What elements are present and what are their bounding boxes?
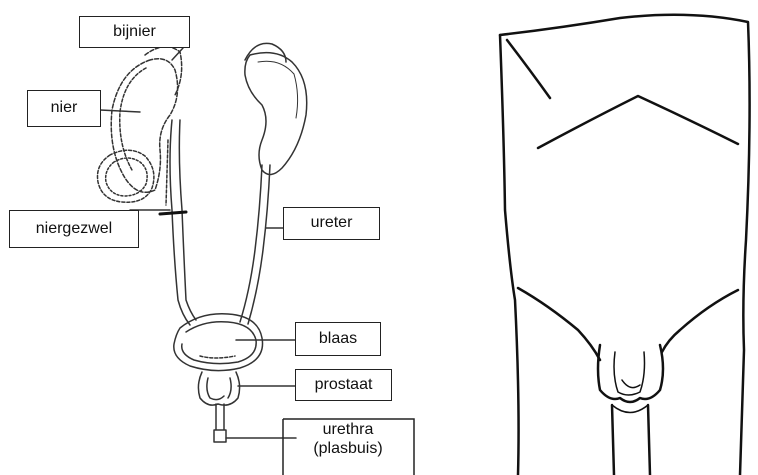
groin-right — [662, 290, 738, 352]
arm-line — [507, 40, 550, 98]
adrenal-gland-left — [145, 47, 182, 95]
groin-left — [518, 288, 600, 360]
leader-kidney — [100, 110, 140, 112]
leg-right — [648, 405, 650, 475]
label-kidney: nier — [27, 90, 101, 127]
genitalia — [598, 345, 663, 402]
label-urethra-line2: (plasbuis) — [286, 439, 410, 458]
label-adrenal: bijnier — [79, 16, 190, 48]
prostate — [198, 372, 239, 405]
incision-line — [538, 96, 738, 148]
label-prostate: prostaat — [295, 369, 392, 401]
label-urethra-line1: urethra — [286, 420, 410, 439]
leg-left — [612, 405, 614, 475]
kidney-right — [245, 53, 307, 175]
ureter-right — [240, 165, 262, 322]
kidney-tumor-inner — [106, 158, 147, 196]
label-ureter: ureter — [283, 207, 380, 240]
ureter-clamp — [160, 212, 186, 214]
torso-outline — [500, 15, 750, 475]
label-urethra: urethra (plasbuis) — [286, 420, 410, 458]
label-bladder: blaas — [295, 322, 381, 356]
label-tumor: niergezwel — [9, 210, 139, 248]
